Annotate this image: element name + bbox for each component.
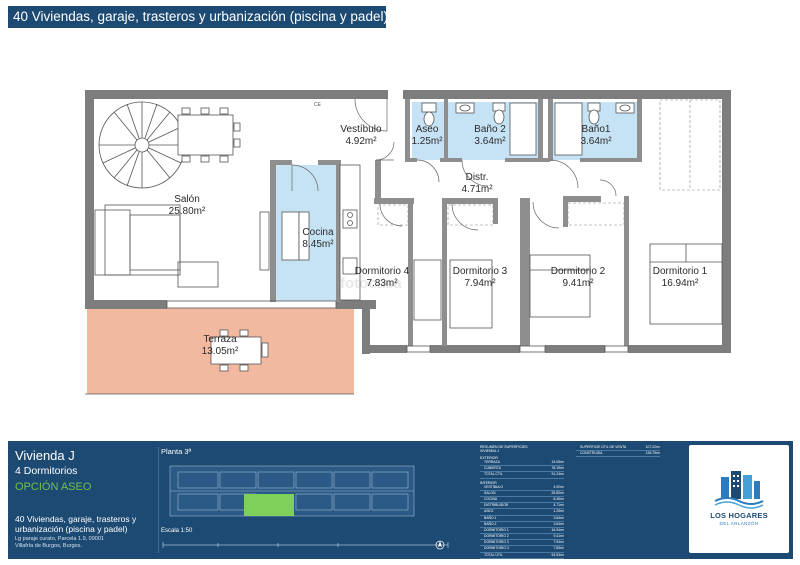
- buildings-logo-icon: [714, 471, 764, 509]
- surface-table: RESUMEN DE SUPERFICIES VIVIENDA J EXTERI…: [480, 445, 564, 559]
- address-line-2: Villafría de Burgos, Burgos.: [15, 543, 82, 549]
- scale-bar: [162, 540, 449, 550]
- spiral-stair: [98, 101, 186, 189]
- brand-subtitle: DEL ARLANZÓN: [719, 521, 759, 526]
- outer-walls: [85, 90, 731, 354]
- address-line-1: Lg paraje curato, Parcela 1.9, 09001: [15, 536, 104, 542]
- scale-label: Escala 1:50: [161, 528, 193, 534]
- key-plan: [169, 465, 415, 517]
- key-plan-highlight: [244, 494, 294, 516]
- project-description: 40 Viviendas, garaje, trasteros y urbani…: [15, 514, 137, 534]
- brand-logo: LOS HOGARES DEL ARLANZÓN: [689, 445, 789, 553]
- header: 40 Viviendas, garaje, trasteros y urbani…: [0, 0, 800, 29]
- brand-name: LOS HOGARES: [710, 511, 768, 520]
- footer-divider: [158, 447, 159, 553]
- kitchen-furniture: [281, 164, 361, 301]
- page-title: 40 Viviendas, garaje, trasteros y urbani…: [13, 9, 388, 24]
- interior-walls: [270, 99, 642, 346]
- terrace-table: [210, 329, 269, 372]
- footer-panel: Vivienda J 4 Dormitorios OPCIÓN ASEO 40 …: [8, 441, 793, 559]
- option-label: OPCIÓN ASEO: [15, 481, 92, 493]
- apartment-title: Vivienda J: [15, 448, 75, 463]
- beds: [413, 243, 723, 329]
- floor-label: Planta 3ª: [161, 447, 192, 456]
- header-title-bar: [8, 6, 386, 28]
- bedroom-count: 4 Dormitorios: [15, 465, 78, 477]
- wardrobes: [377, 99, 721, 226]
- floor-plan: CE: [85, 90, 731, 395]
- watermark: fotocasa: [340, 275, 402, 292]
- sofa: [94, 204, 270, 288]
- ce-mark: CE: [314, 102, 322, 108]
- bathroom-fixtures: [421, 102, 635, 156]
- windows: [85, 300, 629, 395]
- room-distr: Distr.4.71m²: [461, 172, 493, 195]
- dining-table: [177, 107, 241, 163]
- doors: [291, 98, 617, 231]
